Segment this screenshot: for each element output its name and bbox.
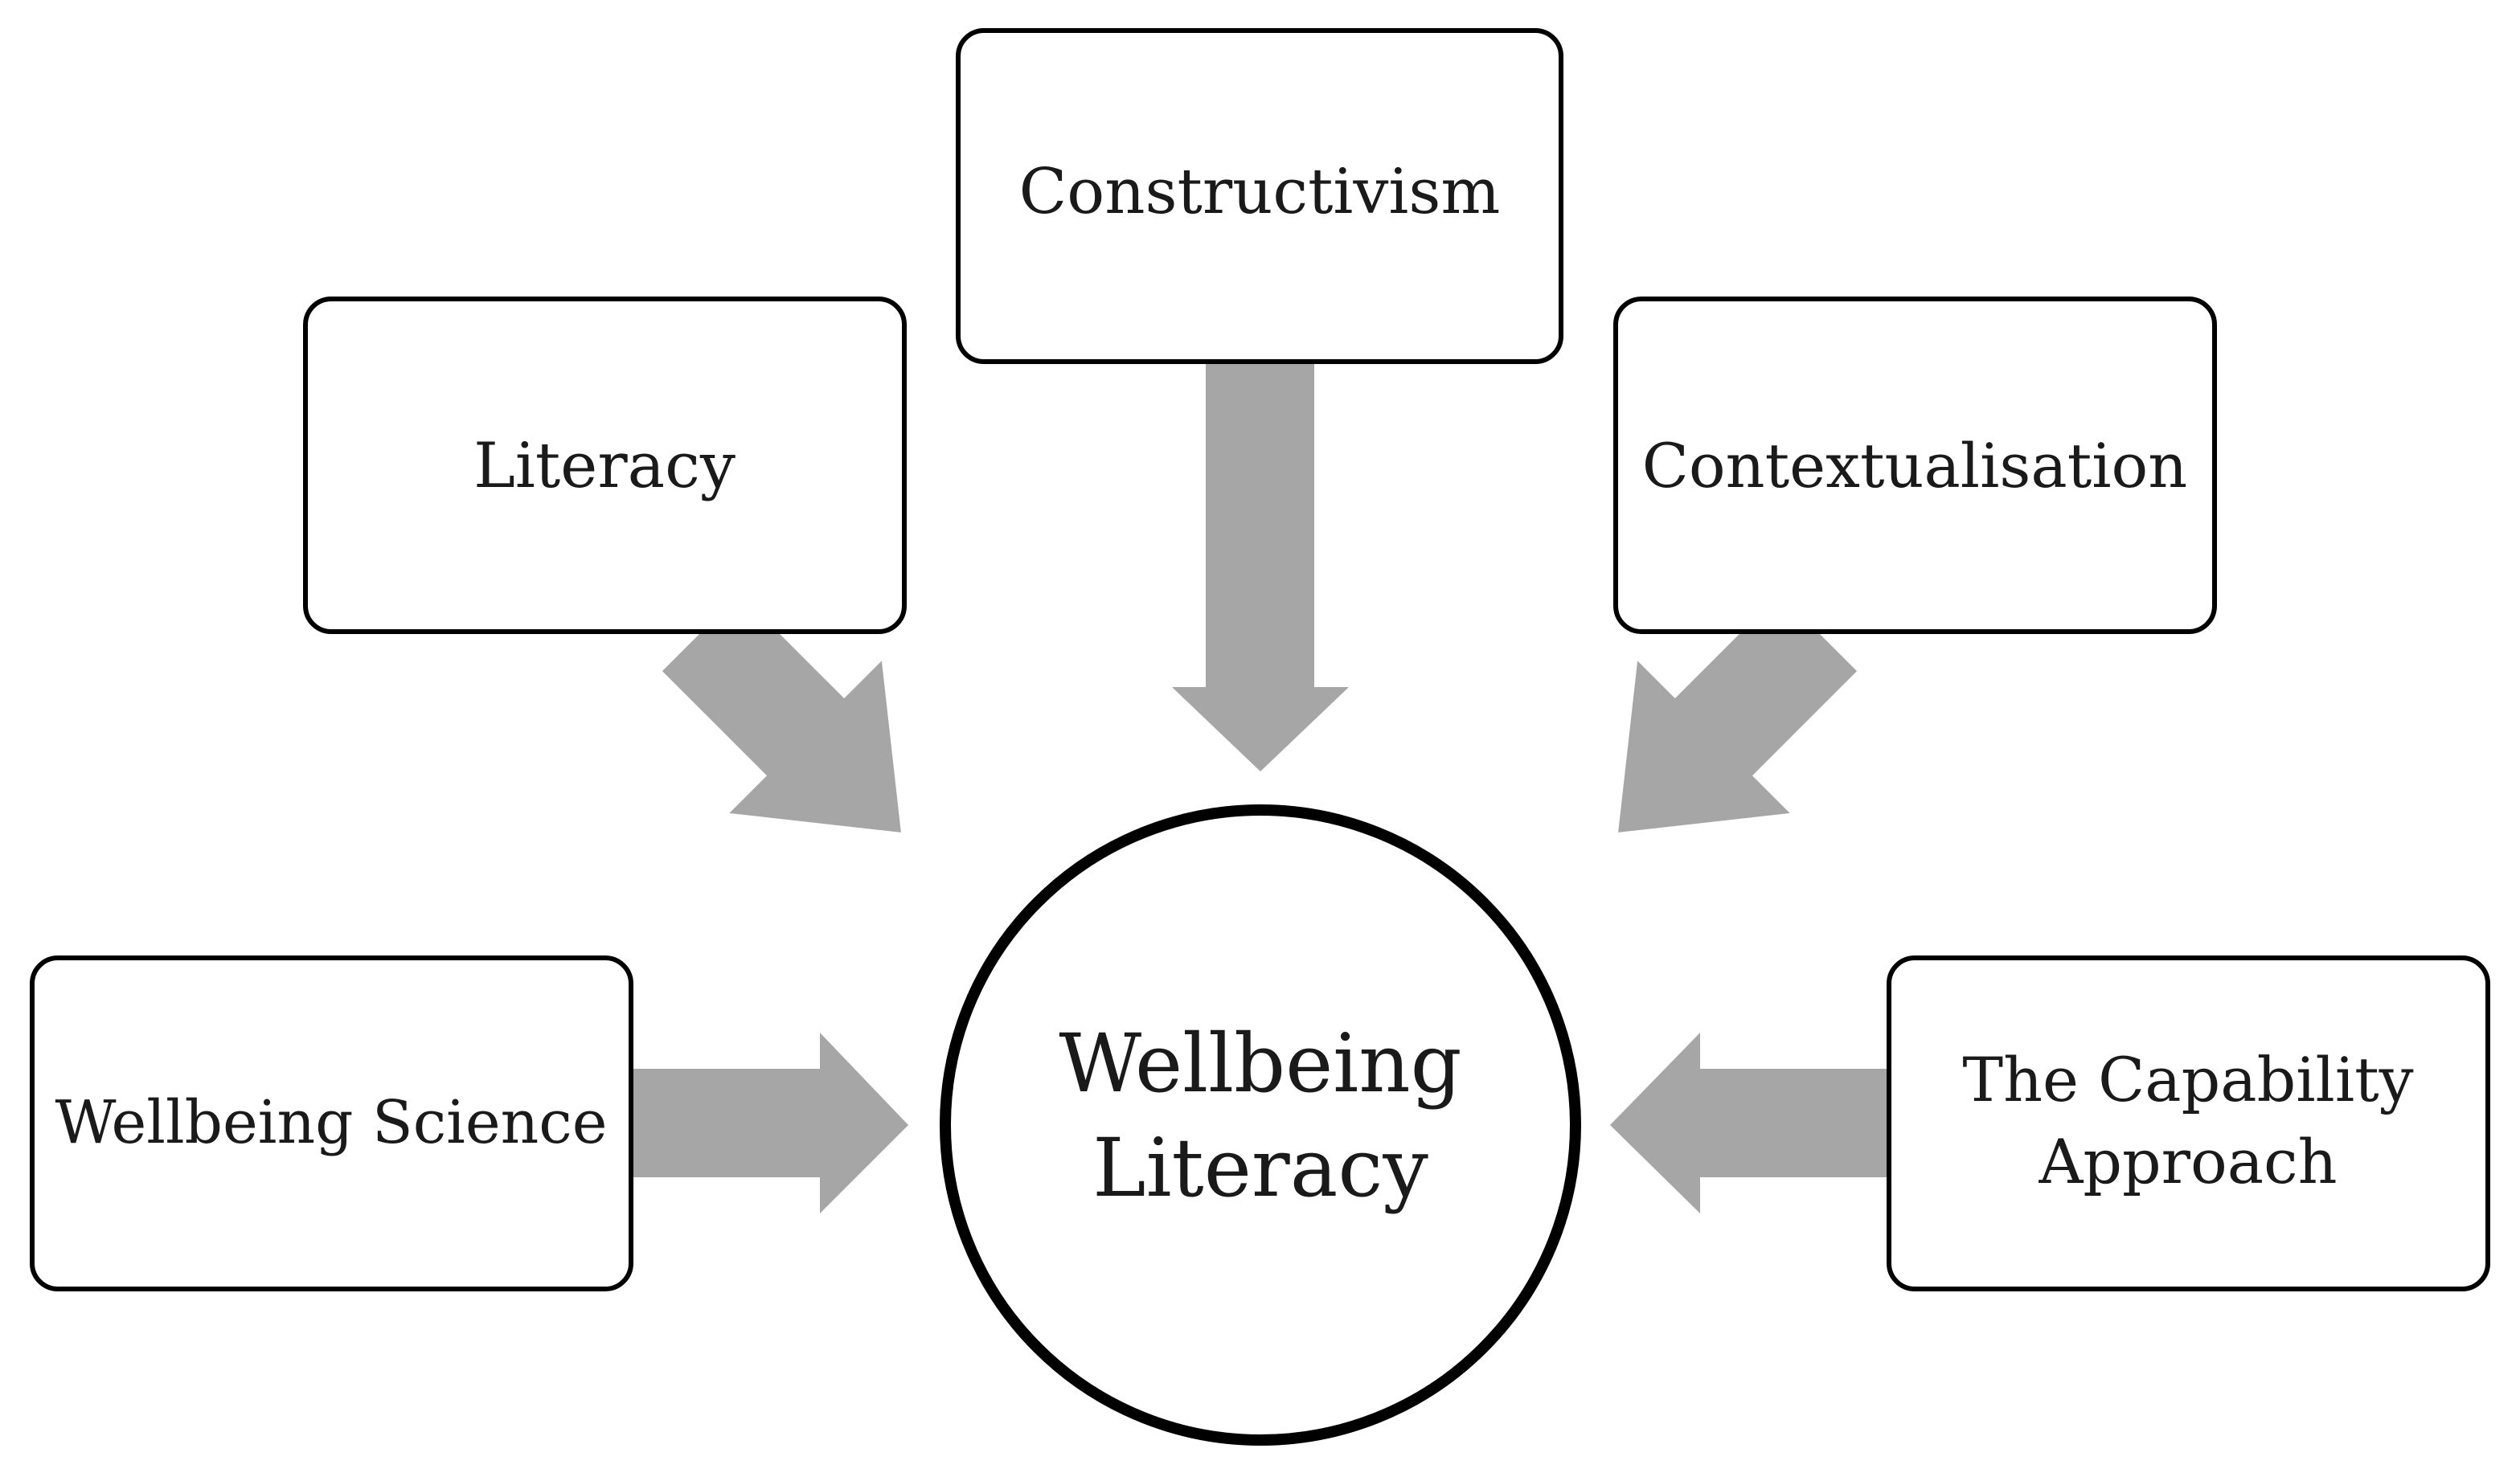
node-capability-approach: The Capability Approach [1887,955,2490,1291]
node-contextualisation: Contextualisation [1613,297,2217,634]
node-wellbeing-science-label: Wellbeing Science [55,1088,607,1157]
hub-label-line1: Wellbeing [1059,1017,1461,1111]
arrow-capability-approach [1610,1033,1889,1213]
node-literacy: Literacy [303,297,907,634]
hub-wellbeing-literacy: Wellbeing Literacy [940,804,1581,1446]
node-wellbeing-science: Wellbeing Science [30,955,633,1291]
hub-label-line2: Literacy [1092,1121,1428,1215]
arrow-wellbeing-science [631,1033,908,1213]
node-capability-approach-line1: The Capability [1962,1044,2413,1115]
node-capability-approach-line2: Approach [2038,1126,2337,1197]
arrow-constructivism [1172,362,1349,771]
node-constructivism: Constructivism [956,28,1563,364]
arrow-contextualisation [1618,593,1858,833]
node-constructivism-label: Constructivism [1019,156,1501,228]
arrow-literacy [662,593,901,833]
node-contextualisation-label: Contextualisation [1642,430,2188,501]
node-literacy-label: Literacy [473,430,736,502]
